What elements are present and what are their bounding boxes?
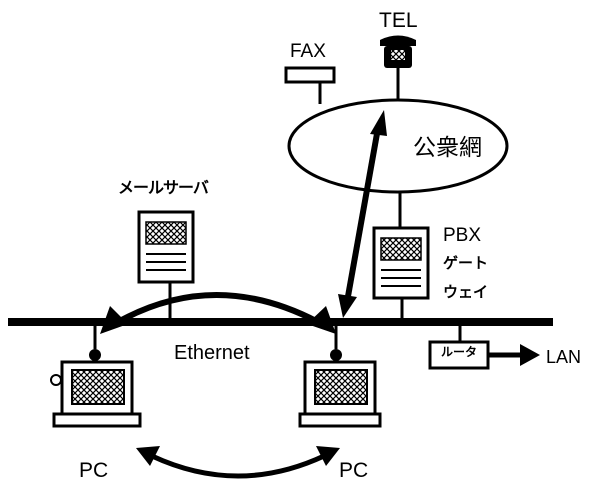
pc-right-label: PC [339, 459, 369, 482]
email-arc-arrow [100, 292, 336, 334]
pbx-label: PBX [443, 225, 482, 246]
lan-label: LAN [546, 347, 582, 367]
lan-arrow [488, 344, 540, 366]
pc-left [50, 326, 142, 428]
tel-label: TEL [379, 9, 418, 32]
ethernet-label: Ethernet [174, 342, 250, 364]
router-box [428, 326, 490, 370]
telephone-icon [380, 35, 416, 100]
gateway-label-line1: ゲート [443, 254, 489, 272]
public-network-label: 公衆網 [413, 135, 482, 161]
fax-label: FAX [290, 41, 326, 62]
pc-left-label: PC [79, 459, 109, 482]
ethernet-bus [8, 318, 553, 326]
mail-server-label: メールサーバ [118, 178, 209, 197]
pbx-gateway-server [372, 226, 430, 318]
fax-device [284, 66, 336, 104]
pc-to-pc-arrow [136, 446, 340, 479]
voice-path-arrow [338, 110, 387, 318]
gateway-label-line2: ウェイ [443, 283, 489, 301]
router-label: ルータ [440, 345, 477, 359]
pc-right [298, 326, 382, 428]
mail-server [137, 210, 195, 318]
